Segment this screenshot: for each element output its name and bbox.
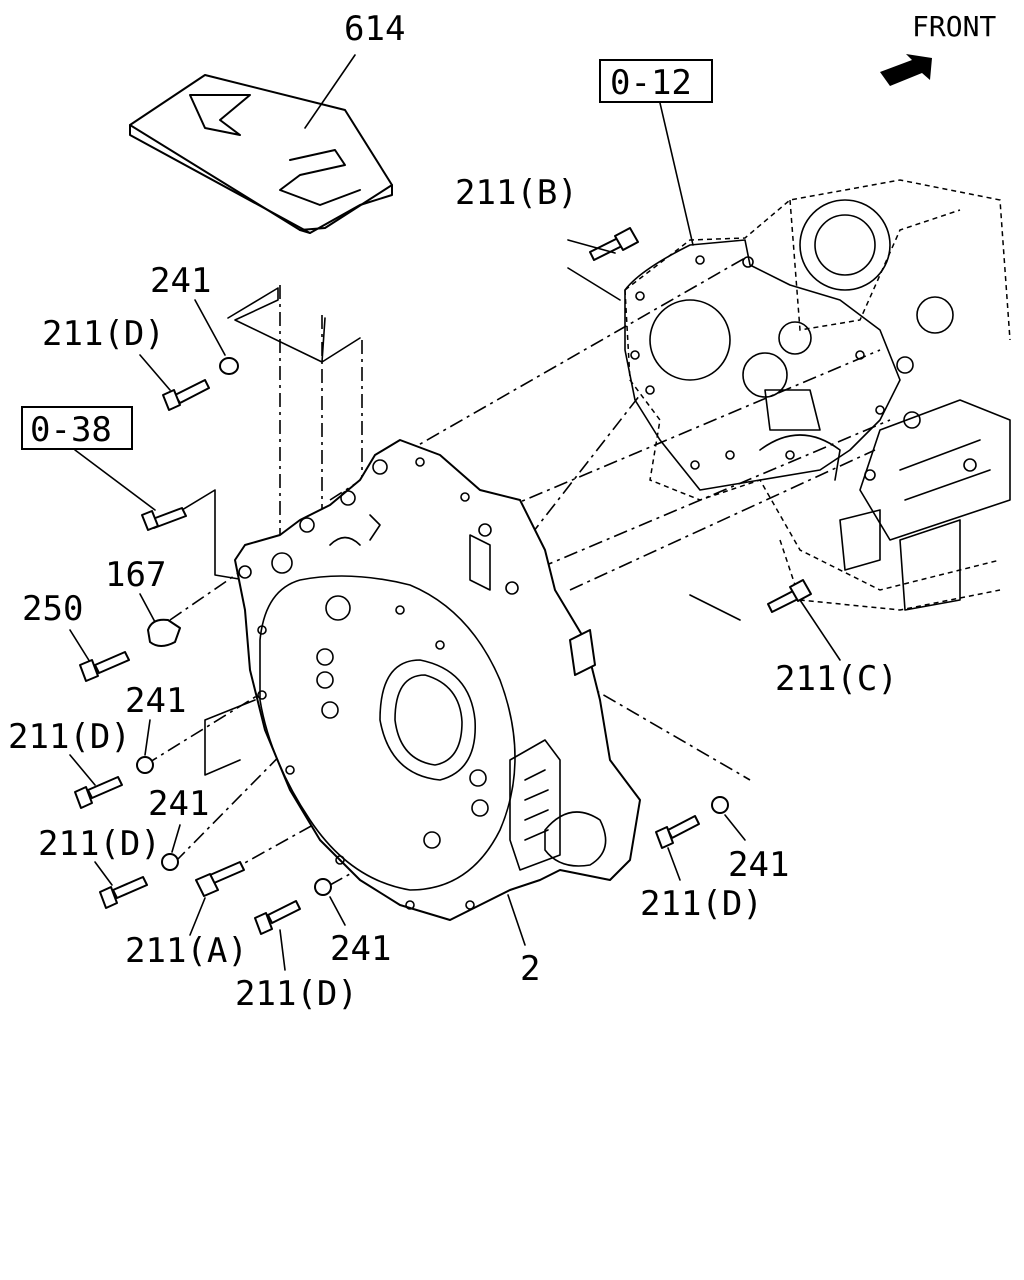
leader-2 [507,894,526,946]
bolt-211b [589,227,639,261]
label-211d-3: 211(D) [38,824,161,864]
leader-614 [304,54,356,129]
washer-241-2 [136,756,154,774]
leader-250 [69,629,91,663]
plate-614 [129,74,393,234]
bolt-211d-5 [655,815,700,849]
leader-o12 [659,102,694,246]
leader-bracket-mid [204,699,256,776]
washer-241-5 [711,796,729,814]
label-211d-2: 211(D) [8,717,131,757]
leader-bracket-o38 [181,489,246,581]
bolt-o38 [141,507,187,531]
washer-241-4 [314,878,332,896]
label-211d-1: 211(D) [42,314,165,354]
leader-241-4 [329,896,346,926]
washer-241-1 [219,357,239,375]
leader-211d-4 [279,929,286,971]
leader-241-2 [144,719,151,756]
ref-box-o38 [21,406,133,450]
label-241-2: 241 [125,681,186,721]
bolt-211d-4 [254,900,301,935]
cap-167 [147,618,181,647]
bolt-250 [79,651,130,682]
bolt-211a [195,861,245,897]
leader-241-3 [171,824,181,853]
label-250: 250 [22,589,83,629]
bolt-211c [767,579,812,613]
label-ref-o38: 0-38 [30,410,112,450]
label-241-4: 241 [330,929,391,969]
label-2: 2 [520,949,540,989]
bolt-211d-3 [99,876,148,909]
leader-211d-3 [94,861,113,886]
leader-211a [189,897,206,936]
label-211c: 211(C) [775,659,898,699]
label-front: FRONT [912,10,996,43]
ref-box-o12 [599,59,713,103]
label-211b: 211(B) [455,173,578,213]
leader-241-1 [194,299,226,356]
engine-block [624,179,1011,611]
leader-167 [139,593,156,623]
flywheel-housing-2 [234,439,641,921]
label-167: 167 [105,555,166,595]
leader-o38 [74,449,156,511]
label-614: 614 [344,9,405,49]
washer-241-3 [161,853,179,871]
leader-211c [689,594,841,661]
label-ref-o12: 0-12 [610,63,692,103]
leader-241-5 [724,814,746,841]
leader-211b [567,239,621,301]
front-arrow-icon [880,54,932,86]
leader-bracket-top [227,287,361,363]
label-211d-5: 211(D) [640,884,763,924]
bolt-211d-1 [162,379,210,411]
label-241-1: 241 [150,261,211,301]
leader-211d-2 [69,754,96,786]
bolt-211d-2 [74,776,123,809]
label-211a: 211(A) [125,931,248,971]
label-241-3: 241 [148,784,209,824]
leader-211d-5 [667,847,681,881]
label-211d-4: 211(D) [235,974,358,1014]
label-241-5: 241 [728,845,789,885]
leader-211d-1 [139,354,171,391]
